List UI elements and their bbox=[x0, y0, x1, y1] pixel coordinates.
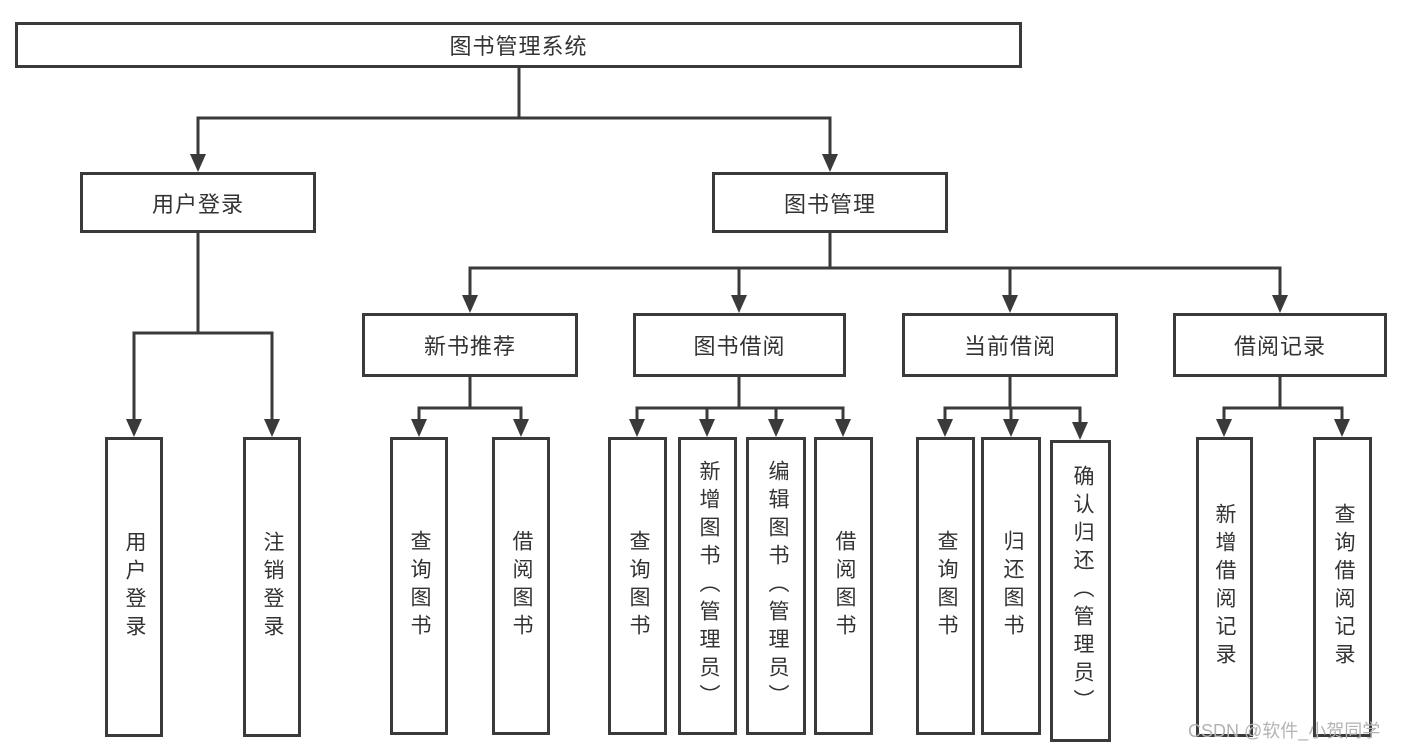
node-leaf-query-books-recommend: 查询图书 bbox=[390, 437, 448, 735]
node-leaf-query-books-current: 查询图书 bbox=[916, 437, 975, 735]
node-leaf-confirm-return-admin: 确认归还（管理员） bbox=[1050, 440, 1111, 742]
node-root-system: 图书管理系统 bbox=[15, 22, 1022, 68]
node-leaf-query-borrow-record: 查询借阅记录 bbox=[1313, 437, 1372, 737]
node-borrow-records: 借阅记录 bbox=[1173, 313, 1387, 377]
node-leaf-logout: 注销登录 bbox=[243, 437, 301, 737]
node-book-management: 图书管理 bbox=[712, 172, 948, 233]
node-leaf-add-book-admin: 新增图书（管理员） bbox=[678, 437, 737, 735]
node-leaf-borrow-books-recommend: 借阅图书 bbox=[492, 437, 550, 735]
node-leaf-user-login: 用户登录 bbox=[105, 437, 163, 737]
node-leaf-return-book: 归还图书 bbox=[981, 437, 1041, 735]
node-user-login: 用户登录 bbox=[80, 172, 316, 233]
node-new-book-recommend: 新书推荐 bbox=[362, 313, 578, 377]
node-book-borrow: 图书借阅 bbox=[633, 313, 846, 377]
node-leaf-add-borrow-record: 新增借阅记录 bbox=[1196, 437, 1253, 737]
node-leaf-borrow-books-borrow: 借阅图书 bbox=[814, 437, 873, 735]
node-leaf-query-books-borrow: 查询图书 bbox=[608, 437, 667, 735]
csdn-watermark: CSDN @软件_小贺同学 bbox=[1188, 721, 1381, 741]
node-current-borrow: 当前借阅 bbox=[902, 313, 1118, 377]
node-leaf-edit-book-admin: 编辑图书（管理员） bbox=[746, 437, 806, 735]
